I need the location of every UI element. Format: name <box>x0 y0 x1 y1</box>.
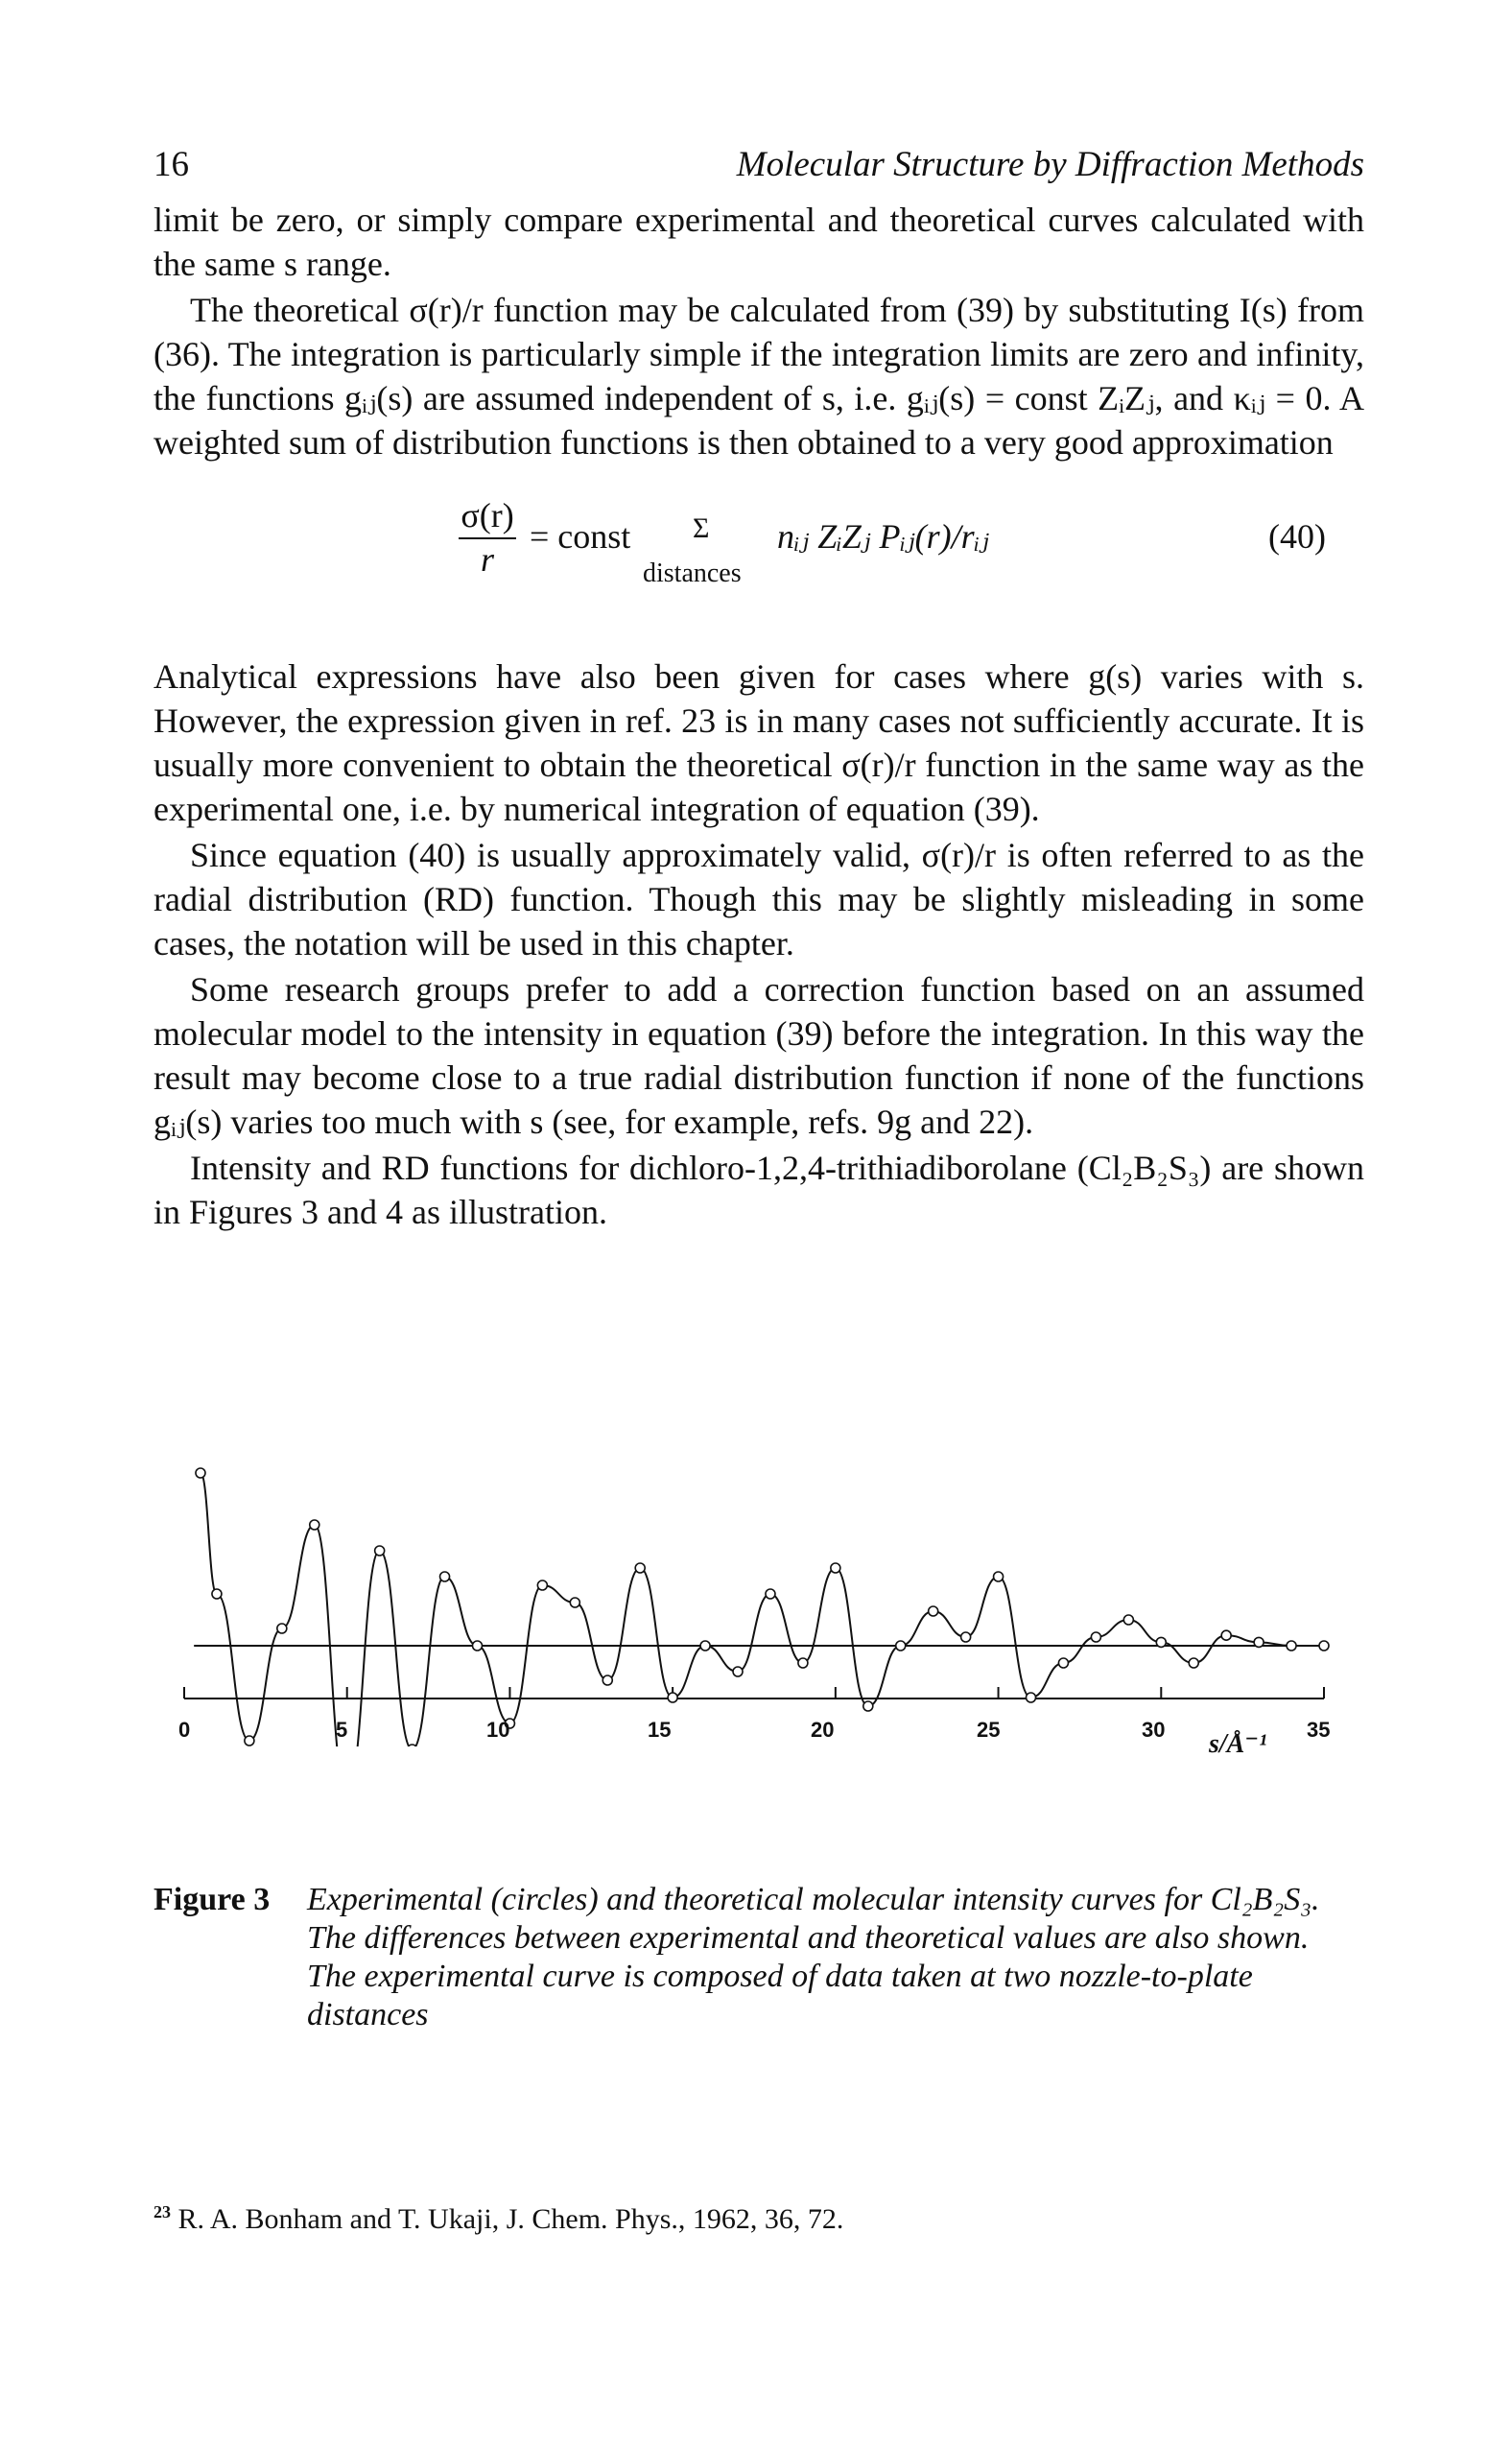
experimental-point <box>732 1666 744 1677</box>
experimental-point <box>894 1640 907 1651</box>
experimental-point <box>373 1545 386 1556</box>
experimental-point <box>195 1467 206 1479</box>
experimental-point <box>536 1580 549 1591</box>
footnote-text: R. A. Bonham and T. Ukaji, J. Chem. Phys… <box>177 2203 844 2235</box>
equation-const: = const <box>530 517 631 556</box>
x-tick-label: 20 <box>811 1718 835 1742</box>
experimental-point <box>927 1605 939 1617</box>
experimental-point <box>1188 1657 1200 1669</box>
experimental-point <box>959 1631 972 1643</box>
experimental-point <box>276 1623 288 1634</box>
paragraph: Some research groups prefer to add a cor… <box>154 970 1364 1141</box>
equation-number: (40) <box>1268 517 1326 556</box>
x-tick-label: 10 <box>486 1718 510 1742</box>
experimental-point <box>1025 1692 1037 1703</box>
experimental-point <box>211 1588 223 1600</box>
x-tick-label: 30 <box>1142 1718 1166 1742</box>
footnote-mark: 23 <box>154 2202 171 2221</box>
x-axis-unit: s/Å⁻¹ <box>1209 1729 1267 1759</box>
x-tick-label: 5 <box>336 1718 348 1742</box>
experimental-point <box>602 1675 614 1686</box>
page-number: 16 <box>154 145 189 184</box>
body-text-continued: Analytical expressions have also been gi… <box>154 654 1364 1234</box>
equation-denominator: r <box>480 540 494 579</box>
x-tick-label: 15 <box>648 1718 672 1742</box>
paragraph: limit be zero, or simply compare experim… <box>154 201 1364 283</box>
theoretical-curve <box>199 1472 1324 1746</box>
experimental-point <box>308 1519 320 1531</box>
experimental-point <box>438 1571 451 1582</box>
experimental-point <box>1155 1636 1168 1649</box>
x-tick-label: 0 <box>178 1718 191 1742</box>
paragraph: Since equation (40) is usually approxima… <box>154 836 1364 962</box>
experimental-point <box>1318 1640 1330 1651</box>
experimental-point <box>1057 1657 1070 1669</box>
paragraph: Intensity and RD functions for dichloro-… <box>154 1149 1364 1231</box>
running-title: Molecular Structure by Diffraction Metho… <box>736 145 1364 184</box>
equation-sigma: Σ <box>693 512 710 544</box>
page-header: 16 Molecular Structure by Diffraction Me… <box>154 144 1364 188</box>
experimental-point <box>1090 1631 1102 1643</box>
equation-rhs: nᵢⱼ ZᵢZⱼ Pᵢⱼ(r)/rᵢⱼ <box>777 517 989 556</box>
x-tick-label: 35 <box>1307 1718 1331 1742</box>
footnote: 23 R. A. Bonham and T. Ukaji, J. Chem. P… <box>154 2202 843 2236</box>
experimental-point <box>634 1562 647 1574</box>
experimental-point <box>765 1588 776 1600</box>
paragraph: Analytical expressions have also been gi… <box>154 657 1364 828</box>
x-tick-label: 25 <box>977 1718 1001 1742</box>
body-text: limit be zero, or simply compare experim… <box>154 198 1364 464</box>
experimental-point <box>699 1640 711 1651</box>
paragraph: The theoretical σ(r)/r function may be c… <box>154 291 1364 462</box>
experimental-point <box>1122 1614 1135 1626</box>
equation-sum-subscript: distances <box>643 558 742 588</box>
experimental-point <box>862 1700 874 1712</box>
experimental-point <box>830 1562 841 1574</box>
experimental-point <box>1286 1640 1297 1651</box>
figure-3-chart: 0 5 10 15 20 25 30 35 s/Å⁻¹ <box>173 1439 1362 1759</box>
experimental-point <box>407 1744 417 1746</box>
experimental-point <box>797 1657 809 1669</box>
experimental-point <box>992 1571 1004 1582</box>
page: 16 Molecular Structure by Diffraction Me… <box>154 144 1364 1236</box>
equation-numerator: σ(r) <box>459 495 516 539</box>
caption-label: Figure 3 <box>154 1882 271 1917</box>
experimental-point <box>1220 1629 1232 1641</box>
experimental-point <box>471 1640 484 1651</box>
equation-40: σ(r) r = const Σ distances nᵢⱼ ZᵢZⱼ Pᵢⱼ(… <box>154 489 1364 633</box>
equation-fraction: σ(r) r <box>459 495 516 580</box>
experimental-point <box>1253 1636 1264 1649</box>
intensity-chart <box>183 1467 1330 1746</box>
experimental-point <box>504 1718 516 1729</box>
experimental-point <box>569 1597 581 1608</box>
experimental-point <box>244 1735 255 1746</box>
experimental-point <box>667 1692 678 1703</box>
caption-text: Experimental (circles) and theoretical m… <box>307 1882 1320 2032</box>
